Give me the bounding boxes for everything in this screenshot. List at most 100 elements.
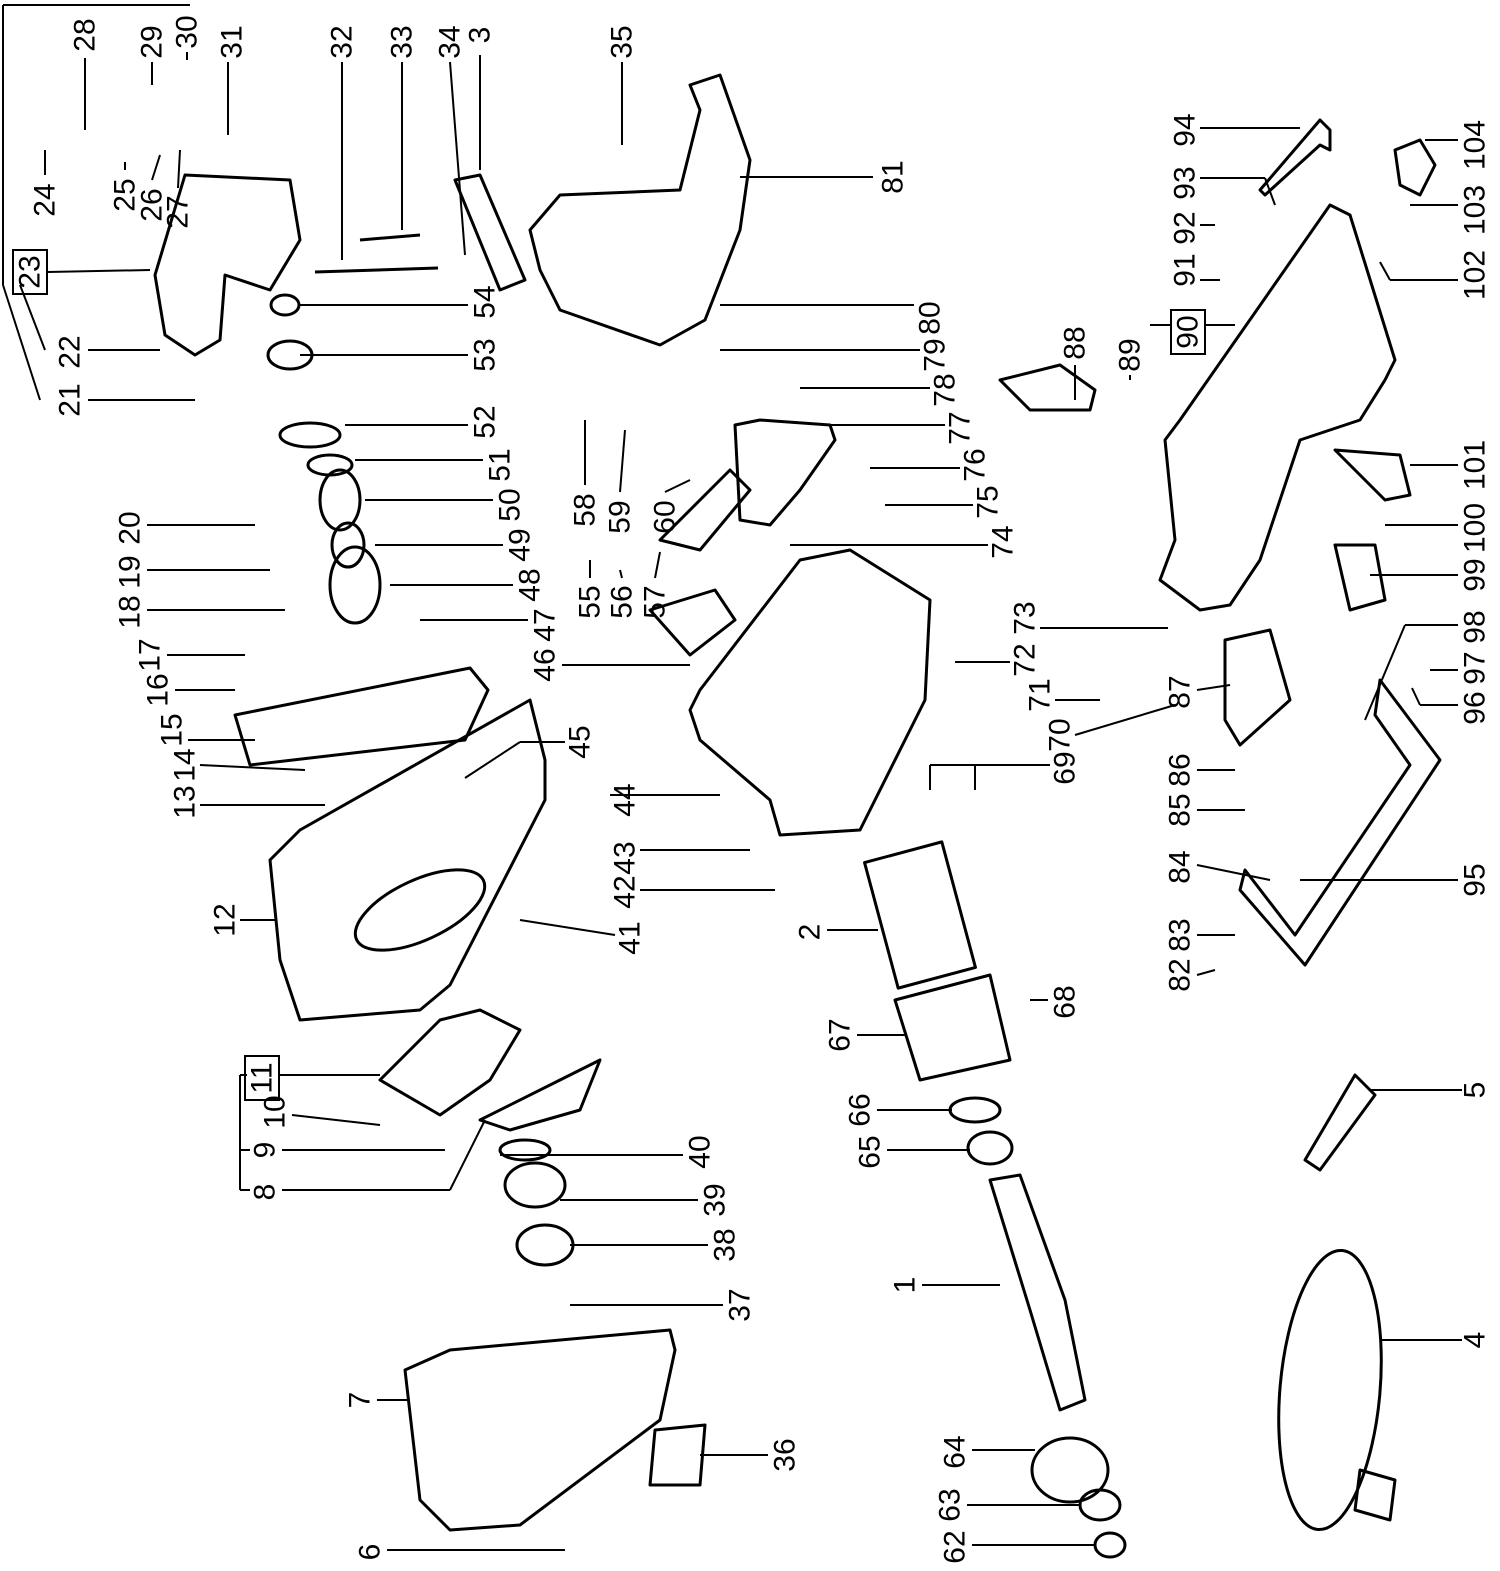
label-box-23 [12,249,48,295]
cable-sleeve-part [1303,1073,1377,1172]
blade-segment-part [233,666,490,767]
part-label-56: 56 [606,585,639,618]
part-label-43: 43 [609,841,642,874]
part-label-92: 92 [1169,211,1202,244]
part-label-22: 22 [54,335,87,368]
part-label-21: 21 [54,383,87,416]
part-label-8: 8 [249,1184,282,1201]
stator-part [863,840,977,990]
motor-handle-housing-part [528,73,752,347]
part-label-17: 17 [134,638,167,671]
part-label-23: 23 [14,255,47,288]
part-label-53: 53 [469,338,502,371]
plug-part [1353,1468,1397,1522]
part-label-46: 46 [529,648,562,681]
inner-flange-part [503,1161,567,1209]
spring-part [314,266,439,274]
circlip-part [306,453,354,477]
leader-line-82 [1196,969,1216,976]
part-label-6: 6 [354,1544,387,1561]
part-label-96: 96 [1459,691,1492,724]
leader-line-26 [151,154,161,181]
part-label-83: 83 [1164,918,1197,951]
part-label-81: 81 [877,160,910,193]
leader-line-96 [1411,687,1421,706]
part-label-14: 14 [169,748,202,781]
flange-part [328,545,382,625]
power-cable-part [1277,1248,1383,1532]
parallel-guide-part [1333,448,1412,502]
riving-knife-arm-part [378,1008,522,1117]
clamp-part [1333,543,1387,612]
part-label-55: 55 [574,585,607,618]
leader-line-56 [619,569,623,579]
part-label-89: 89 [1114,338,1147,371]
switch-plate-part [658,468,752,552]
fan-cover-part [733,418,837,527]
leader-line-41 [519,919,616,936]
bearing-part [1093,1531,1127,1559]
part-label-4: 4 [1459,1332,1492,1349]
bearing-part [318,468,362,532]
part-label-65: 65 [854,1135,887,1168]
part-label-66: 66 [844,1093,877,1126]
label-box-11 [244,1055,280,1101]
part-label-101: 101 [1459,440,1492,490]
leader-line-14 [199,764,306,771]
motor-housing-part [688,548,932,837]
part-label-102: 102 [1459,250,1492,300]
part-label-78: 78 [929,373,962,406]
part-label-15: 15 [156,713,189,746]
part-label-1: 1 [889,1277,922,1294]
circlip-part [498,1138,552,1162]
part-label-84: 84 [1164,850,1197,883]
part-label-12: 12 [209,903,242,936]
part-label-18: 18 [114,595,147,628]
part-label-99: 99 [1459,558,1492,591]
base-plate-part [1158,203,1397,612]
ring-part [948,1096,1002,1124]
leader-line-57 [654,551,661,579]
part-label-7: 7 [344,1392,377,1409]
leader-line-27 [177,149,181,189]
parts-drawing [153,73,1442,1559]
part-label-91: 91 [1169,253,1202,286]
part-label-59: 59 [604,500,637,533]
part-label-11: 11 [246,1062,279,1093]
part-label-82: 82 [1164,958,1197,991]
cover-plate-part [648,588,737,657]
part-label-69: 69 [1049,751,1082,784]
part-label-95: 95 [1459,863,1492,896]
part-label-86: 86 [1164,753,1197,786]
part-label-67: 67 [824,1018,857,1051]
part-label-71: 71 [1024,678,1057,711]
part-label-100: 100 [1459,503,1492,553]
label-box-90 [1170,309,1206,355]
part-label-5: 5 [1459,1082,1492,1099]
part-label-29: 29 [136,25,169,58]
blade-cover-part [403,1328,677,1532]
washer-part [269,293,301,317]
part-label-42: 42 [609,875,642,908]
leader-line-84 [1196,864,1271,881]
motor-brush-plate-part [893,973,1012,1082]
part-label-70: 70 [1044,718,1077,751]
part-label-26: 26 [136,188,169,221]
part-label-41: 41 [614,921,647,954]
part-label-47: 47 [529,608,562,641]
part-label-75: 75 [972,485,1005,518]
part-label-90: 90 [1172,315,1205,348]
part-label-79: 79 [919,338,952,371]
part-label-32: 32 [326,25,359,58]
part-label-44: 44 [609,783,642,816]
leader-line-93 [1264,177,1276,206]
part-label-9: 9 [249,1142,282,1159]
o-ring-part [278,421,342,449]
leader-line-10 [291,1114,381,1126]
part-label-58: 58 [569,493,602,526]
leader-line-70 [1074,704,1176,736]
part-label-20: 20 [114,511,147,544]
part-label-39: 39 [699,1183,732,1216]
part-label-36: 36 [769,1438,802,1471]
